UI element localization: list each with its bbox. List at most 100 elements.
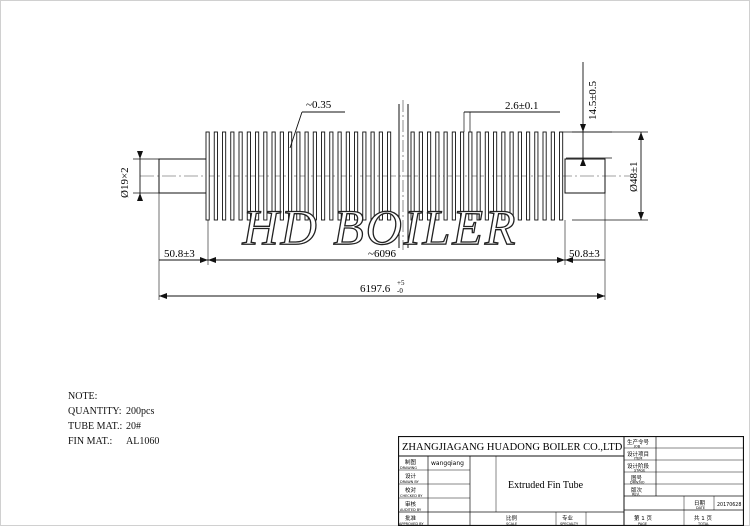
total-pages-label: 共 1 页 [694,514,712,522]
note-row-quantity: QUANTITY: 200pcs [68,404,159,419]
fin [484,131,489,221]
fin [387,131,392,221]
note-value: AL1060 [126,436,160,447]
drawn-label: 制图 [405,458,417,466]
fin [493,131,498,221]
fin [501,131,506,221]
fin [230,131,235,221]
fin [410,131,415,221]
total-pages-label-en: TOTAL [697,522,709,526]
specialty-label-en: SPECIALTY [560,522,579,526]
fin [255,131,260,221]
notes-title: NOTE: [68,391,98,402]
fin [550,131,555,221]
right-bare-length-label: 50.8±3 [569,248,600,260]
date-label-en: DATE [696,506,705,510]
page-label: 第 1 页 [634,514,652,522]
length-extension-lines [158,193,606,300]
total-length-tol-upper: +5 [397,279,405,287]
drawing-number-label-en: DRW.NO [630,481,645,485]
fin-pitch-label: 2.6±0.1 [505,100,539,112]
tube-right-end [564,158,606,194]
fin [509,131,514,221]
fin-outer-dia-dim [572,131,648,221]
total-length-tol-lower: -0 [397,287,403,295]
fin [222,131,227,221]
finned-length-label: ~6096 [368,248,396,260]
fin-thickness-leader [289,111,345,149]
fin [517,131,522,221]
fin [263,131,268,221]
fin [288,131,293,221]
approve-label-en: APPROVED BY [399,522,424,526]
fin [476,131,481,221]
fin [321,131,326,221]
item-label: 设计项目 [627,450,649,458]
note-label: FIN MAT.: [68,436,113,447]
note-value: 20# [126,421,141,432]
fin-outer-dia-label: Ø48±1 [628,162,640,192]
fin [418,131,423,221]
page-label-en: PAGE [638,522,647,526]
fin [378,131,383,221]
fin [345,131,350,221]
drawn-label-en: DRAWING [400,466,417,470]
fin [279,131,284,221]
fin [435,131,440,221]
fin [451,131,456,221]
note-row-fin-mat: FIN MAT.: AL1060 [68,434,159,449]
audit-label-en: AUDITED BY [400,508,422,512]
scale-label: 比例 [506,514,518,522]
design-label-en: DRAWN BY [400,480,420,484]
fin [427,131,432,221]
fin [304,131,309,221]
fin [329,131,334,221]
fin [296,131,301,221]
note-value: 200pcs [126,406,155,417]
fin-pitch-dim [463,111,560,132]
fin-height-label: 14.5±0.5 [587,80,599,120]
fin [443,131,448,221]
job-label: 生产令号 [627,438,650,446]
revision-label-en: REV. [632,493,640,497]
fin [559,131,564,221]
scale-label-en: SCALE [506,522,517,526]
fin [213,131,218,221]
drawn-by-value: wangqiang [431,460,464,467]
fin [526,131,531,221]
tube-dia-label: Ø19×2 [119,167,131,198]
fin [542,131,547,221]
fin [534,131,539,221]
stage-label-en: STAGE [634,469,645,473]
fin [205,131,210,221]
fin-height-dim [560,62,612,166]
fin [460,131,465,221]
break-line [398,104,409,248]
note-row-tube-mat: TUBE MAT.:20# [68,419,159,434]
segment-dim-line [159,257,605,263]
fin-thickness-label: ~0.35 [306,99,332,111]
item-label-en: ITEM [634,457,642,461]
fin [246,131,251,221]
note-label: QUANTITY: [68,406,122,417]
date-value: 20170628 [717,502,741,508]
design-label: 设计 [405,472,417,480]
notes-block: NOTE: QUANTITY: 200pcs TUBE MAT.:20# FIN … [68,389,159,449]
watermark-text: HD BOILER [242,199,518,255]
job-label-en: JOB [633,445,641,449]
fin [312,131,317,221]
company-name: ZHANGJIAGANG HUADONG BOILER CO.,LTD [402,442,623,453]
fin-array [205,131,564,221]
date-label: 日期 [694,500,706,507]
title-block: ZHANGJIAGANG HUADONG BOILER CO.,LTD 生产令号… [398,436,744,526]
check-label-en: CHECKED BY [400,494,423,498]
note-label: TUBE MAT.: [68,421,123,432]
part-name: Extruded Fin Tube [508,480,584,491]
approve-label: 批准 [405,514,417,522]
fin [370,131,375,221]
fin [337,131,342,221]
total-length-label: 6197.6 [360,283,391,295]
tube-dia-dim [133,151,159,201]
fin [354,131,359,221]
